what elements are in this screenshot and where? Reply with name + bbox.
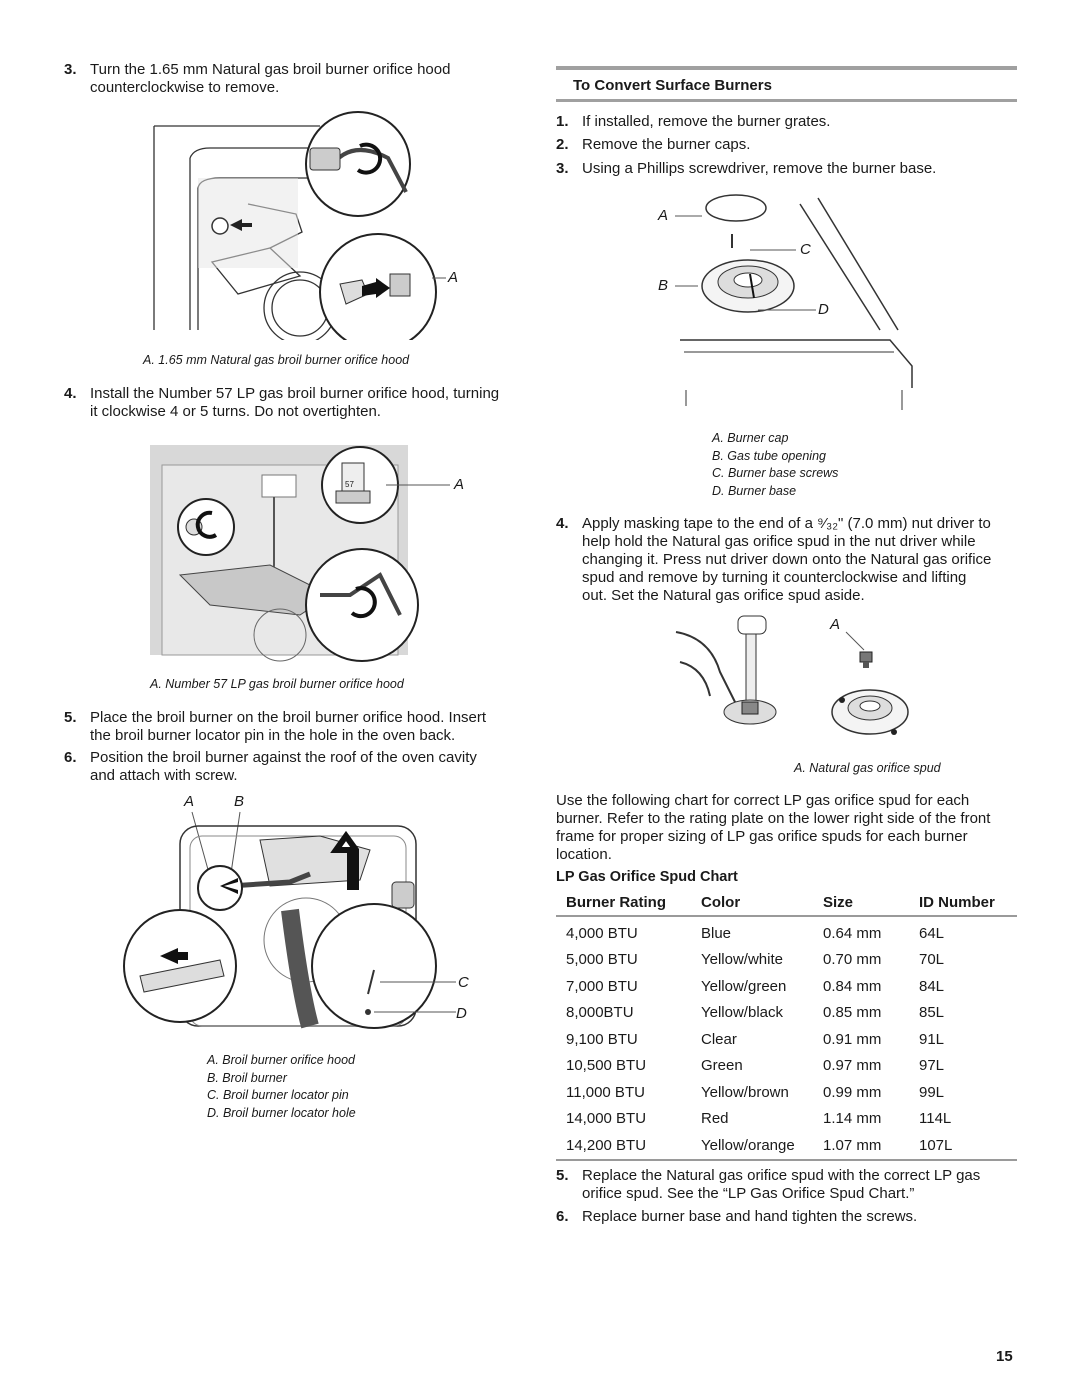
- table-row: 4,000 BTU Blue 0.64 mm 64L: [566, 924, 945, 942]
- figure-surface-burner-parts: A C B D: [650, 190, 920, 415]
- header-burner-rating: Burner Rating: [556, 889, 701, 917]
- figure-label-a: A: [454, 476, 465, 493]
- table-row: 8,000BTU Yellow/black 0.85 mm 85L: [566, 1004, 945, 1022]
- figure-install-lp-orifice-hood: 57 A: [150, 445, 470, 665]
- figure-label-a: A: [830, 616, 841, 633]
- figure-natural-gas-orifice-spud: A: [650, 612, 910, 752]
- table-row: 10,500 BTU Green 0.97 mm 97L: [566, 1057, 945, 1075]
- table-row: 5,000 BTU Yellow/white 0.70 mm 70L: [566, 951, 945, 969]
- figure-label-b: B: [234, 793, 245, 810]
- figure-4-captions: A. Burner cap B. Gas tube opening C. Bur…: [712, 431, 839, 498]
- table-row: 14,000 BTU Red 1.14 mm 114L: [566, 1110, 952, 1128]
- figure-3-captions: A. Broil burner orifice hood B. Broil bu…: [207, 1053, 356, 1120]
- page-number: 15: [996, 1348, 1013, 1365]
- table-row: 11,000 BTU Yellow/brown 0.99 mm 99L: [566, 1083, 945, 1101]
- header-color: Color: [701, 889, 823, 917]
- figure-label-d: D: [818, 301, 829, 318]
- figure-label-b: B: [658, 277, 669, 294]
- figure-2-caption: A. Number 57 LP gas broil burner orifice…: [150, 677, 404, 691]
- figure-label-a: A: [658, 207, 669, 224]
- section-title: To Convert Surface Burners: [573, 77, 772, 94]
- lp-orifice-spud-table: Burner Rating Color Size ID Number 4,000…: [556, 889, 1017, 1161]
- header-size: Size: [823, 889, 919, 917]
- figure-label-d: D: [456, 1005, 467, 1022]
- table-row: 9,100 BTU Clear 0.91 mm 91L: [566, 1030, 945, 1048]
- header-id-number: ID Number: [919, 889, 1017, 917]
- figure-label-a: A: [448, 269, 459, 286]
- section-rule-bottom: [556, 99, 1017, 102]
- figure-label-c: C: [458, 974, 469, 991]
- figure-label-c: C: [800, 241, 811, 258]
- chart-title: LP Gas Orifice Spud Chart: [556, 869, 738, 885]
- chart-intro-paragraph: Use the following chart for correct LP g…: [556, 792, 991, 863]
- figure-1-caption: A. 1.65 mm Natural gas broil burner orif…: [143, 353, 410, 367]
- hood-number-57: 57: [345, 480, 354, 489]
- table-row: 7,000 BTU Yellow/green 0.84 mm 84L: [566, 977, 945, 995]
- table-row: 14,200 BTU Yellow/orange 1.07 mm 107L: [556, 1132, 1017, 1161]
- section-rule-top: [556, 66, 1017, 70]
- figure-label-a: A: [184, 793, 195, 810]
- figure-remove-natural-orifice-hood: A: [150, 108, 470, 353]
- table-header-row: Burner Rating Color Size ID Number: [556, 889, 1017, 917]
- figure-5-caption: A. Natural gas orifice spud: [794, 761, 941, 775]
- figure-position-broil-burner: A B C D: [120, 790, 480, 1050]
